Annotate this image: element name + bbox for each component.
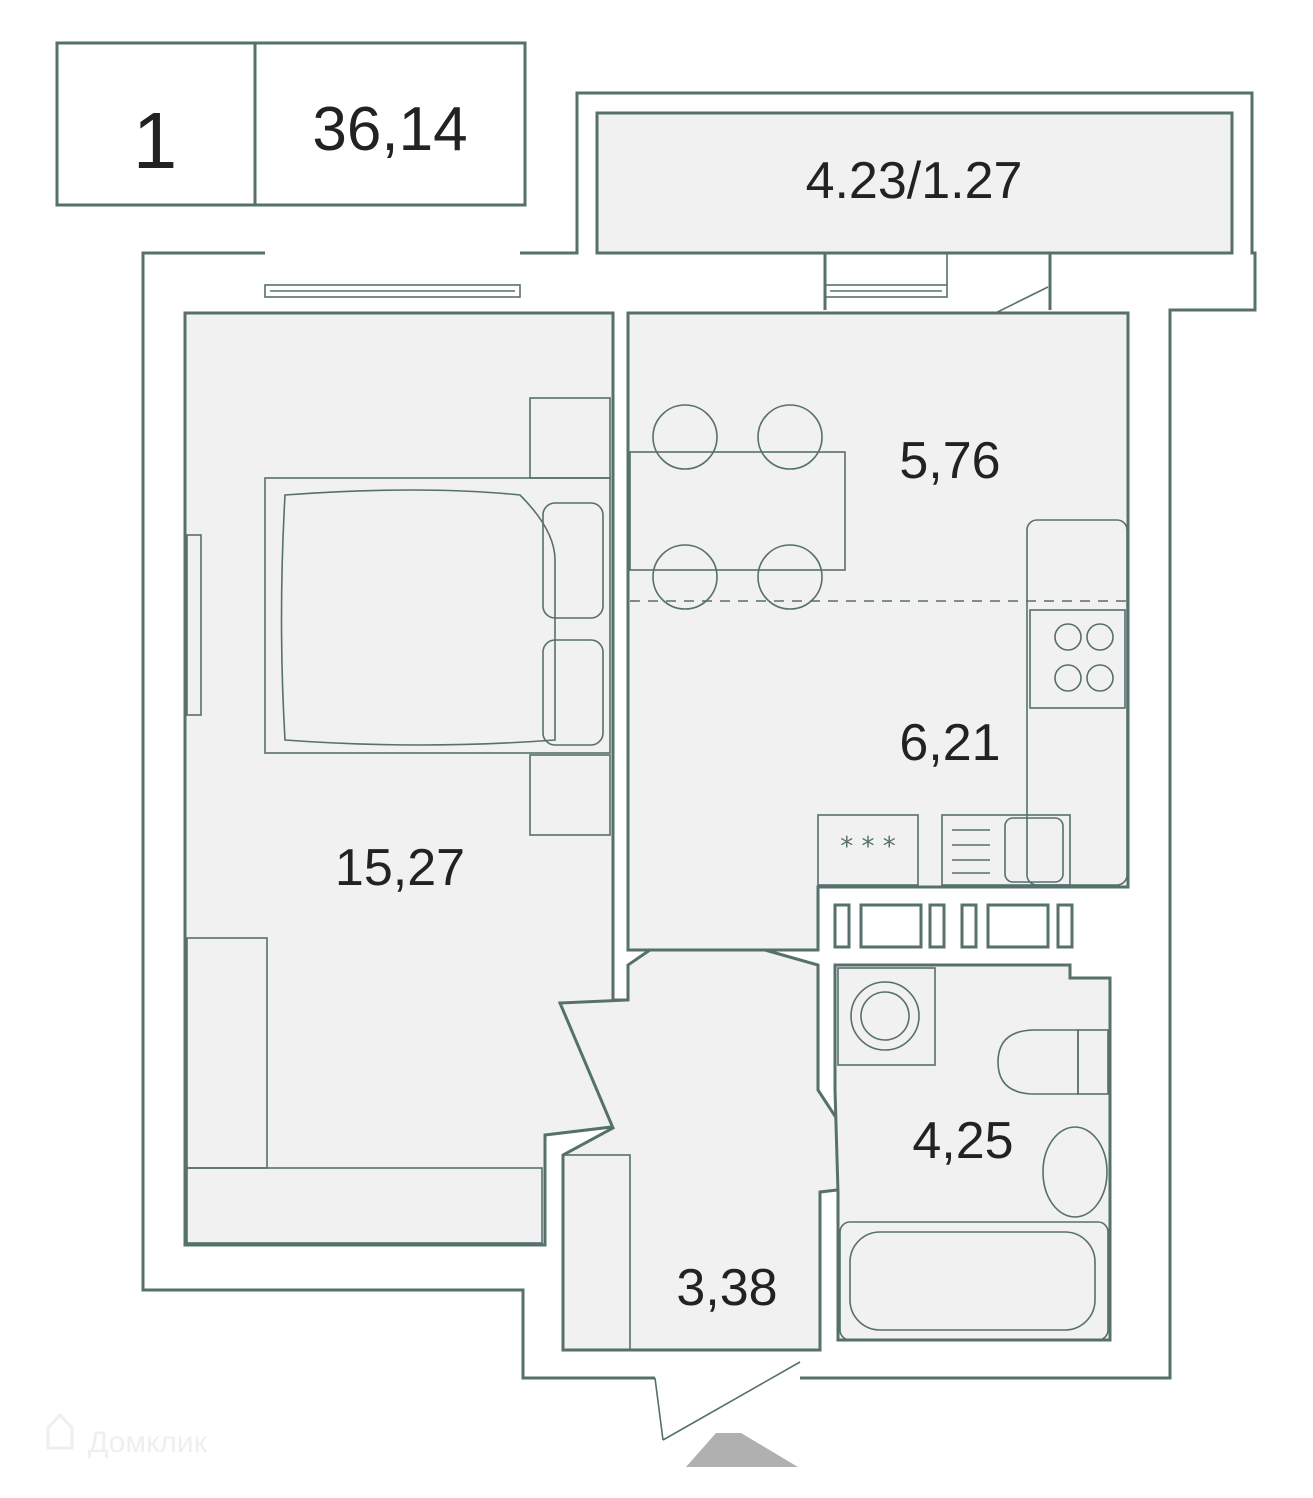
washing-machine [837, 967, 936, 1066]
dining-area: 5,76 [899, 432, 1000, 490]
cooktop [1029, 609, 1126, 709]
outer-wall-right [520, 91, 1257, 1380]
pillow [542, 502, 604, 619]
dining-table [629, 451, 846, 571]
fridge [817, 814, 919, 886]
toilet [997, 1029, 1109, 1095]
balcony-area: 4.23/1.27 [806, 152, 1023, 210]
bathroom [833, 963, 1112, 1342]
washbasin [1042, 1126, 1108, 1218]
bathroom-area: 4,25 [912, 1112, 1013, 1170]
bed [264, 477, 611, 754]
room-count: 1 [133, 96, 178, 185]
blanket [280, 489, 556, 746]
kitchen-area: 6,21 [899, 714, 1000, 772]
window [824, 252, 948, 298]
entrance-door-leaf [662, 1361, 801, 1441]
hall-area: 3,38 [676, 1259, 777, 1317]
sink [941, 814, 1071, 886]
snowflake-icon: * * * [840, 832, 896, 862]
balcony [595, 111, 1234, 255]
counter [1026, 519, 1128, 886]
ventilation [833, 903, 1074, 949]
watermark-text: Домклик [88, 1426, 208, 1459]
hall-wardrobe [562, 1154, 631, 1351]
kitchen [626, 311, 1130, 952]
outer-wall [141, 251, 655, 1380]
wardrobe [186, 937, 543, 1244]
hall [557, 948, 883, 1352]
window [264, 284, 521, 298]
pillow [542, 639, 604, 746]
total-area: 36,14 [312, 95, 467, 164]
entrance-arrow-icon [686, 1433, 798, 1467]
header-box: 1 36,14 [55, 41, 527, 207]
nightstand [529, 397, 611, 479]
bathtub [839, 1221, 1109, 1341]
bedroom-area: 15,27 [335, 839, 465, 897]
nightstand [529, 754, 611, 836]
entrance-door [654, 1377, 664, 1441]
chairs [652, 404, 823, 610]
mirror [186, 534, 202, 716]
watermark-logo: Домклик [46, 1412, 208, 1459]
bedroom [183, 311, 630, 1247]
